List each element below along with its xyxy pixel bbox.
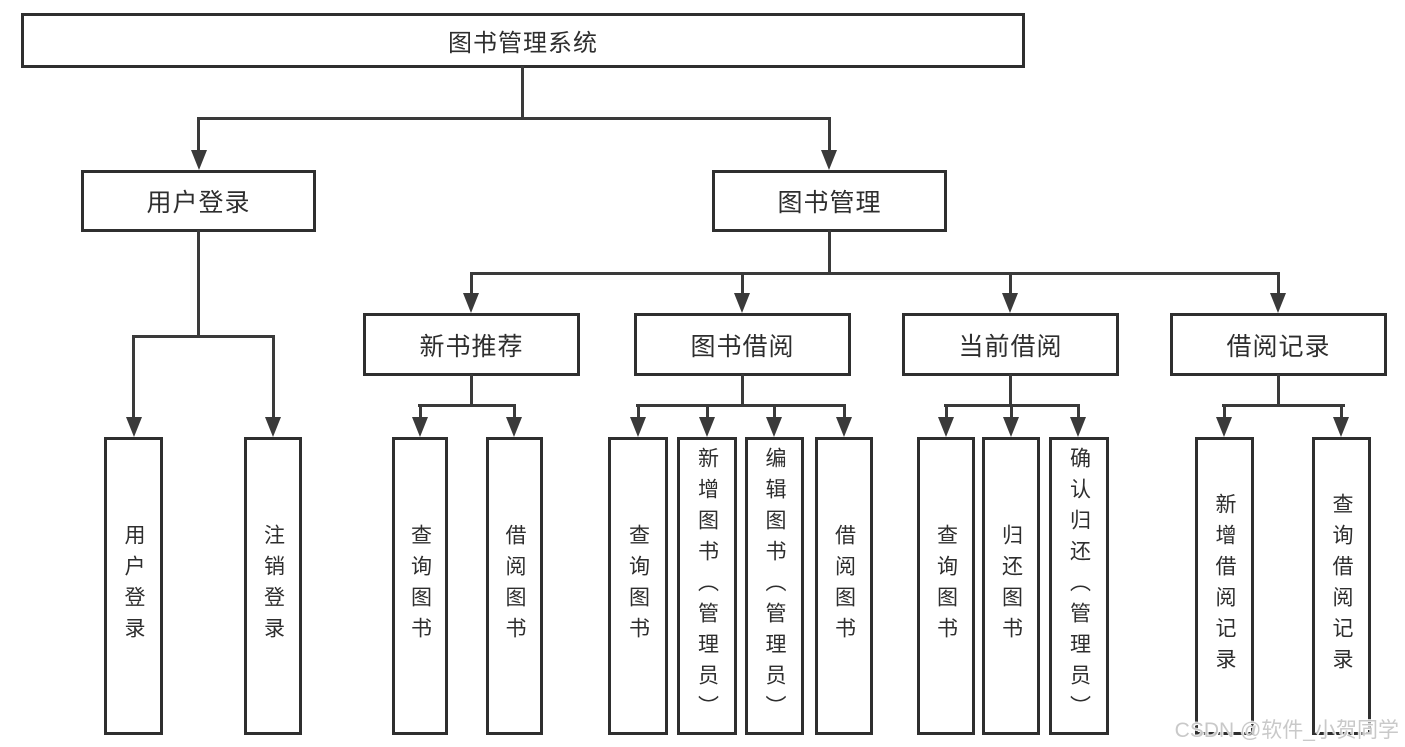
connector-line	[741, 374, 744, 407]
connector-line	[418, 404, 516, 407]
connector-line	[197, 117, 200, 152]
leaf-label: 确认归还（管理员）	[1067, 446, 1091, 726]
leaf-label: 借阅图书	[503, 524, 526, 648]
leaf-label: 注销登录	[261, 524, 285, 648]
connector-line	[1277, 374, 1280, 407]
leaf-query-books-borrow: 查询图书	[608, 437, 668, 735]
connector-line	[197, 230, 200, 337]
arrow-down-icon	[412, 417, 428, 437]
node-label: 图书管理	[777, 189, 882, 217]
leaf-label: 编辑图书（管理员）	[763, 446, 786, 726]
node-label: 图书借阅	[690, 332, 795, 361]
node-label: 图书管理系统	[448, 30, 598, 57]
arrow-down-icon	[821, 150, 837, 170]
leaf-add-borrow-record: 新增借阅记录	[1195, 437, 1254, 735]
arrow-down-icon	[938, 417, 954, 437]
node-label: 用户登录	[146, 189, 251, 217]
leaf-edit-book-admin: 编辑图书（管理员）	[745, 437, 804, 735]
arrow-down-icon	[191, 150, 207, 170]
leaf-borrow-books-recommend: 借阅图书	[486, 437, 543, 735]
arrow-down-icon	[265, 417, 281, 437]
connector-line	[470, 374, 473, 407]
connector-line	[828, 230, 831, 274]
leaf-borrow-books: 借阅图书	[815, 437, 873, 735]
leaf-label: 借阅图书	[832, 524, 856, 648]
arrow-down-icon	[506, 417, 522, 437]
node-root-library-system: 图书管理系统	[21, 13, 1025, 68]
leaf-label: 归还图书	[999, 524, 1023, 648]
connector-line	[1010, 404, 1013, 419]
connector-line	[1009, 374, 1012, 407]
leaf-label: 用户登录	[122, 524, 145, 648]
leaf-user-login: 用户登录	[104, 437, 163, 735]
node-new-book-recommend: 新书推荐	[363, 313, 580, 376]
csdn-watermark: CSDN @软件_小贺同学	[1174, 719, 1399, 742]
leaf-query-books-current: 查询图书	[917, 437, 975, 735]
connector-line	[843, 404, 846, 419]
arrow-down-icon	[734, 293, 750, 313]
connector-line	[272, 335, 275, 419]
connector-line	[513, 404, 516, 419]
connector-line	[741, 272, 744, 295]
leaf-query-books-recommend: 查询图书	[392, 437, 448, 735]
node-label: 借阅记录	[1226, 332, 1331, 361]
leaf-label: 查询借阅记录	[1330, 493, 1353, 679]
connector-line	[1223, 404, 1226, 419]
arrow-down-icon	[126, 417, 142, 437]
arrow-down-icon	[766, 417, 782, 437]
arrow-down-icon	[699, 417, 715, 437]
node-current-borrow: 当前借阅	[902, 313, 1119, 376]
connector-line	[1277, 272, 1280, 295]
connector-line	[1340, 404, 1343, 419]
arrow-down-icon	[1216, 417, 1232, 437]
connector-line	[1009, 272, 1012, 295]
connector-line	[521, 66, 524, 119]
node-book-borrow: 图书借阅	[634, 313, 851, 376]
leaf-label: 新增借阅记录	[1213, 493, 1236, 679]
leaf-confirm-return-admin: 确认归还（管理员）	[1049, 437, 1109, 735]
connector-line	[706, 404, 709, 419]
connector-line	[419, 404, 422, 419]
arrow-down-icon	[1270, 293, 1286, 313]
leaf-return-books: 归还图书	[982, 437, 1040, 735]
node-user-login: 用户登录	[81, 170, 316, 232]
leaf-label: 查询图书	[408, 524, 432, 648]
connector-line	[197, 117, 831, 120]
arrow-down-icon	[463, 293, 479, 313]
connector-line	[132, 335, 135, 419]
leaf-label: 查询图书	[934, 524, 958, 648]
arrow-down-icon	[1333, 417, 1349, 437]
arrow-down-icon	[630, 417, 646, 437]
connector-line	[1222, 404, 1345, 407]
connector-line	[637, 404, 640, 419]
connector-line	[828, 117, 831, 152]
arrow-down-icon	[1002, 293, 1018, 313]
arrow-down-icon	[1070, 417, 1086, 437]
leaf-logout: 注销登录	[244, 437, 302, 735]
connector-line	[470, 272, 473, 295]
arrow-down-icon	[836, 417, 852, 437]
leaf-add-book-admin: 新增图书（管理员）	[677, 437, 737, 735]
node-book-management: 图书管理	[712, 170, 947, 232]
node-label: 当前借阅	[958, 332, 1063, 361]
connector-line	[773, 404, 776, 419]
connector-line	[1077, 404, 1080, 419]
leaf-label: 查询图书	[626, 524, 650, 648]
arrow-down-icon	[1003, 417, 1019, 437]
leaf-label: 新增图书（管理员）	[695, 446, 719, 726]
node-borrow-records: 借阅记录	[1170, 313, 1387, 376]
connector-line	[945, 404, 948, 419]
connector-line	[470, 272, 1280, 275]
node-label: 新书推荐	[419, 332, 524, 361]
leaf-query-borrow-record: 查询借阅记录	[1312, 437, 1371, 735]
connector-line	[636, 404, 846, 407]
connector-line	[132, 335, 275, 338]
